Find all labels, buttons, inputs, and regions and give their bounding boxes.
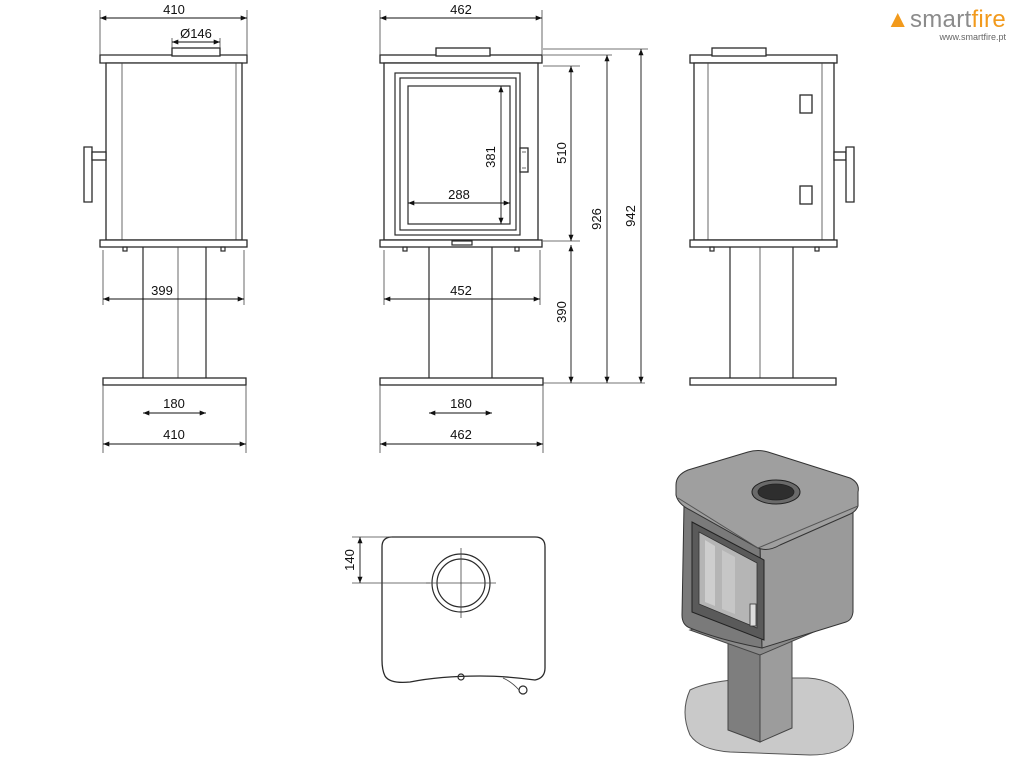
side-view-dimensions: 410 Ø146 399 180 410 [99, 2, 248, 453]
top-view-dimensions: 140 [342, 536, 430, 584]
dim-front-glass-height: 381 [483, 146, 498, 168]
dim-side-pedestal-width: 180 [163, 396, 185, 411]
side-body [105, 62, 243, 241]
dim-flue-offset: 140 [342, 549, 357, 571]
dim-door-height: 510 [554, 142, 569, 164]
right-base-plate [689, 377, 837, 386]
flame-icon: ▲ [885, 6, 910, 33]
dim-total-height-flue: 926 [589, 208, 604, 230]
front-glass [407, 85, 511, 225]
dim-pedestal-height: 390 [554, 301, 569, 323]
front-view [379, 47, 544, 386]
isometric-view [675, 450, 859, 756]
hinge-top [799, 94, 813, 114]
front-view-dimensions: 462 381 288 452 180 462 510 390 926 942 [379, 2, 648, 453]
dim-side-top-width: 410 [163, 2, 185, 17]
side-bottom-plate [99, 239, 248, 248]
website-link[interactable]: www.smartfire.pt [939, 32, 1006, 42]
front-body [383, 62, 539, 241]
dim-flue-diameter: Ø146 [180, 26, 212, 41]
top-view-outline [381, 536, 546, 684]
dim-side-body-width: 399 [151, 283, 173, 298]
smartfire-logo[interactable]: ▲smartfire www.smartfire.pt [886, 6, 1006, 42]
iso-door-handle [749, 603, 757, 627]
side-view-right [689, 47, 855, 386]
front-door-handle [519, 147, 529, 173]
right-body [693, 62, 835, 241]
brand-name: ▲smartfire [885, 6, 1006, 33]
right-door-handle [845, 146, 855, 203]
iso-pedestal-front [727, 639, 761, 743]
dim-side-base-width: 410 [163, 427, 185, 442]
front-base-plate [379, 377, 544, 386]
hinge-bottom [799, 185, 813, 205]
side-base-plate [102, 377, 247, 386]
flue-stub [171, 47, 221, 57]
dim-front-top-width: 462 [450, 2, 472, 17]
front-bottom-plate [379, 239, 543, 248]
dim-front-glass-width: 288 [448, 187, 470, 202]
side-view-left [83, 47, 248, 386]
front-flue-stub [435, 47, 491, 57]
dim-front-pedestal-width: 180 [450, 396, 472, 411]
top-view [381, 536, 546, 695]
dim-front-base-width: 462 [450, 427, 472, 442]
door-handle [83, 146, 93, 203]
dim-front-body-width: 452 [450, 283, 472, 298]
dim-total-height: 942 [623, 205, 638, 227]
